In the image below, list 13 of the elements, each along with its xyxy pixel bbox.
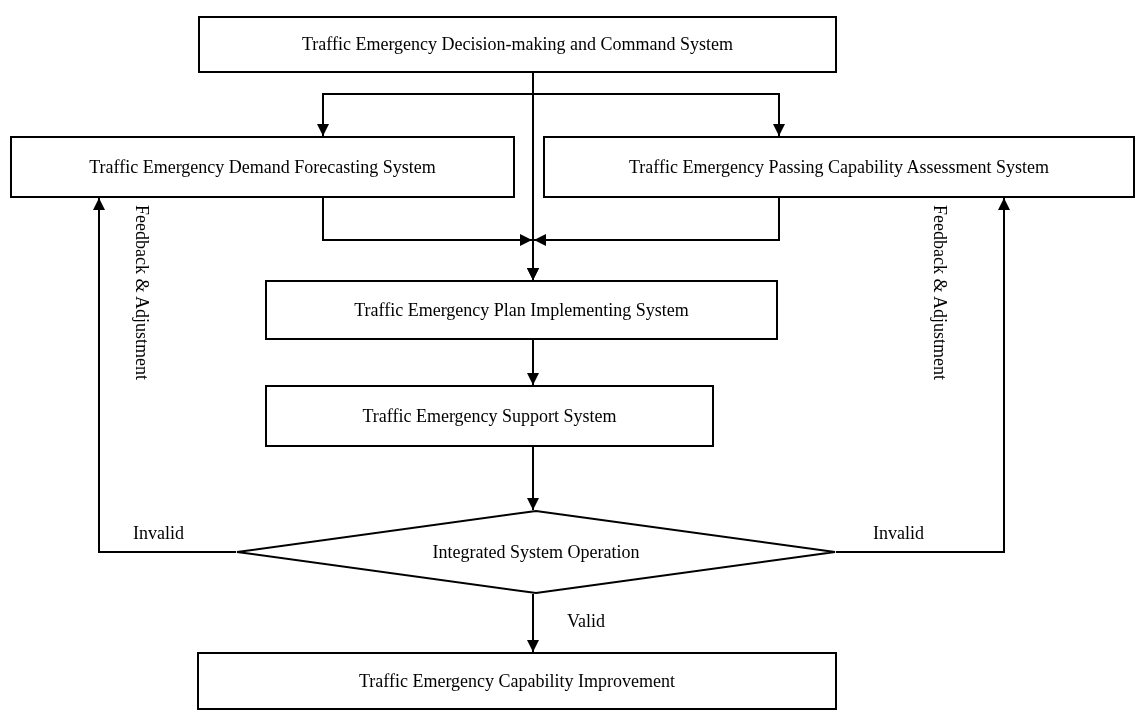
node-label: Traffic Emergency Passing Capability Assessment System [628,156,1050,178]
process-box [543,136,1135,198]
node-label: Traffic Emergency Capability Improvement [358,670,676,692]
node-label: Traffic Emergency Support System [362,405,617,427]
node-label: Integrated System Operation [432,541,640,563]
node-label: Traffic Emergency Decision-making and Command System [301,34,734,55]
process-box [10,136,515,198]
process-box [265,280,778,340]
process-box [265,385,714,447]
process-box [197,652,837,710]
node-label: Traffic Emergency Plan Implementing System [354,299,689,321]
process-box [198,16,837,73]
node-label: Traffic Emergency Demand Forecasting System [89,156,436,178]
